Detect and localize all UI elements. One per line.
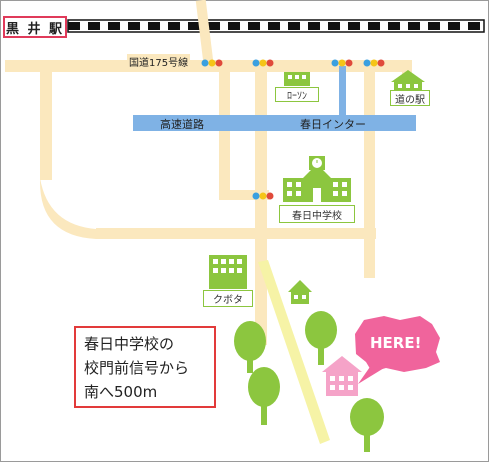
michinoeki-label: 道の駅: [390, 90, 430, 106]
road-right-vertical: [364, 72, 375, 278]
traffic-signal: [331, 59, 353, 67]
tree-icon: [350, 398, 384, 452]
railway-line: [67, 19, 485, 33]
traffic-signal: [252, 192, 274, 200]
station-label: 黒 井 駅: [3, 16, 67, 38]
lawson-building-icon: [284, 72, 310, 86]
trees: [234, 311, 384, 452]
directions-line-1: 春日中学校の: [84, 335, 175, 353]
road-south-horizontal: [96, 228, 376, 239]
directions-box: 春日中学校の 校門前信号から 南へ500m: [74, 326, 216, 408]
highway: [133, 115, 416, 131]
route175-label: 国道175号線: [127, 54, 191, 69]
road-left-vertical: [40, 60, 52, 180]
interchange-ramp: [339, 66, 346, 116]
michinoeki-building-icon: [391, 70, 425, 92]
traffic-signals: [201, 59, 385, 200]
here-bubble-icon: [355, 316, 440, 384]
road-diagonal: [195, 0, 215, 71]
road-main-vertical: [255, 60, 267, 345]
destination-house-icon: [322, 356, 362, 396]
highway-label: 高速道路: [160, 118, 204, 131]
kubota-label: クボタ: [203, 290, 253, 307]
traffic-signal: [363, 59, 385, 67]
traffic-signal: [252, 59, 274, 67]
school-label: 春日中学校: [279, 205, 355, 223]
directions-line-2: 校門前信号から: [84, 359, 190, 377]
school-building-icon: [283, 156, 351, 202]
directions-line-3: 南へ500m: [84, 383, 158, 401]
road-signal-branch: [219, 190, 269, 200]
destination-road: [258, 260, 330, 444]
interchange-label: 春日インター: [300, 118, 366, 131]
here-marker-label: HERE!: [370, 334, 422, 352]
kubota-building-icon: [209, 255, 247, 289]
road-far-right: [402, 60, 412, 80]
tree-icon: [234, 321, 266, 373]
lawson-label: ﾛｰｿﾝ: [275, 87, 319, 102]
road-to-school-signal: [219, 70, 230, 194]
road-network: [5, 0, 412, 345]
small-house-icon: [288, 280, 312, 304]
road-left-curve: [40, 178, 96, 239]
traffic-signal: [201, 59, 223, 67]
tree-icon: [248, 367, 280, 425]
tree-icon: [305, 311, 337, 365]
